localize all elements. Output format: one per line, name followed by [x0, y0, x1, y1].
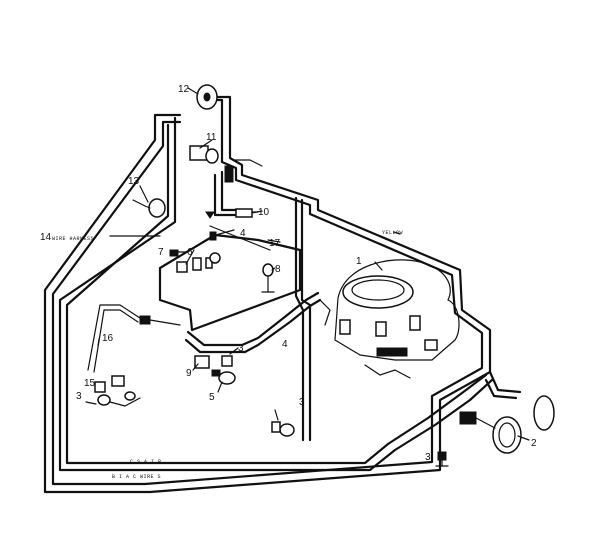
callout-10: 10 — [258, 207, 270, 218]
main-harness-inner — [58, 116, 494, 472]
wire-label-yellow: YELLOW — [382, 230, 403, 236]
callout-3c: 3 — [299, 397, 305, 408]
engine-assembly — [319, 259, 460, 379]
callout-6: 6 — [187, 247, 193, 258]
wire-label-harness: WIRE HARNESS — [52, 236, 94, 242]
callout-4b: 4 — [282, 339, 288, 350]
wire-label-group: YELLOW WIRE HARNESS C S A I B B I A C WI… — [52, 230, 403, 480]
callout-12: 12 — [178, 84, 190, 95]
callout-5: 5 — [209, 392, 215, 403]
key-switch-12 — [196, 84, 218, 110]
callout-15: 15 — [84, 378, 96, 389]
callout-3b: 3 — [76, 391, 82, 402]
callout-9: 9 — [186, 368, 192, 379]
interlock-switch-3 — [271, 409, 295, 437]
callout-14: 14 — [40, 232, 52, 243]
callout-13: 13 — [128, 176, 140, 187]
callout-numbers: 12 11 13 14 10 4 17 7 6 8 1 16 3 4 9 15 … — [40, 84, 537, 463]
callout-11: 11 — [206, 132, 217, 143]
main-harness-outer — [43, 95, 492, 494]
callout-16: 16 — [102, 333, 114, 344]
callout-4a: 4 — [240, 228, 246, 239]
callout-7: 7 — [158, 247, 164, 258]
callout-1: 1 — [356, 256, 362, 267]
wire-label-bottom-b: B I A C WIRE S — [112, 474, 161, 480]
switch-13 — [132, 198, 166, 218]
callout-2: 2 — [531, 438, 537, 449]
switch-15 — [85, 375, 141, 407]
connector-11 — [189, 145, 263, 183]
callout-3a: 3 — [238, 343, 244, 354]
callout-8: 8 — [275, 264, 281, 275]
solenoid-9 — [194, 355, 236, 385]
harness-branch-center — [213, 170, 312, 442]
ground-3 — [435, 451, 449, 467]
callout-17: 17 — [269, 238, 281, 249]
dashboard-bracket — [158, 225, 322, 354]
callout-3d: 3 — [425, 452, 431, 463]
dashboard-components — [169, 211, 275, 293]
wire-label-bottom-a: C S A I B — [130, 459, 162, 465]
headlight-assembly — [459, 370, 555, 454]
leader-lines — [97, 87, 530, 441]
